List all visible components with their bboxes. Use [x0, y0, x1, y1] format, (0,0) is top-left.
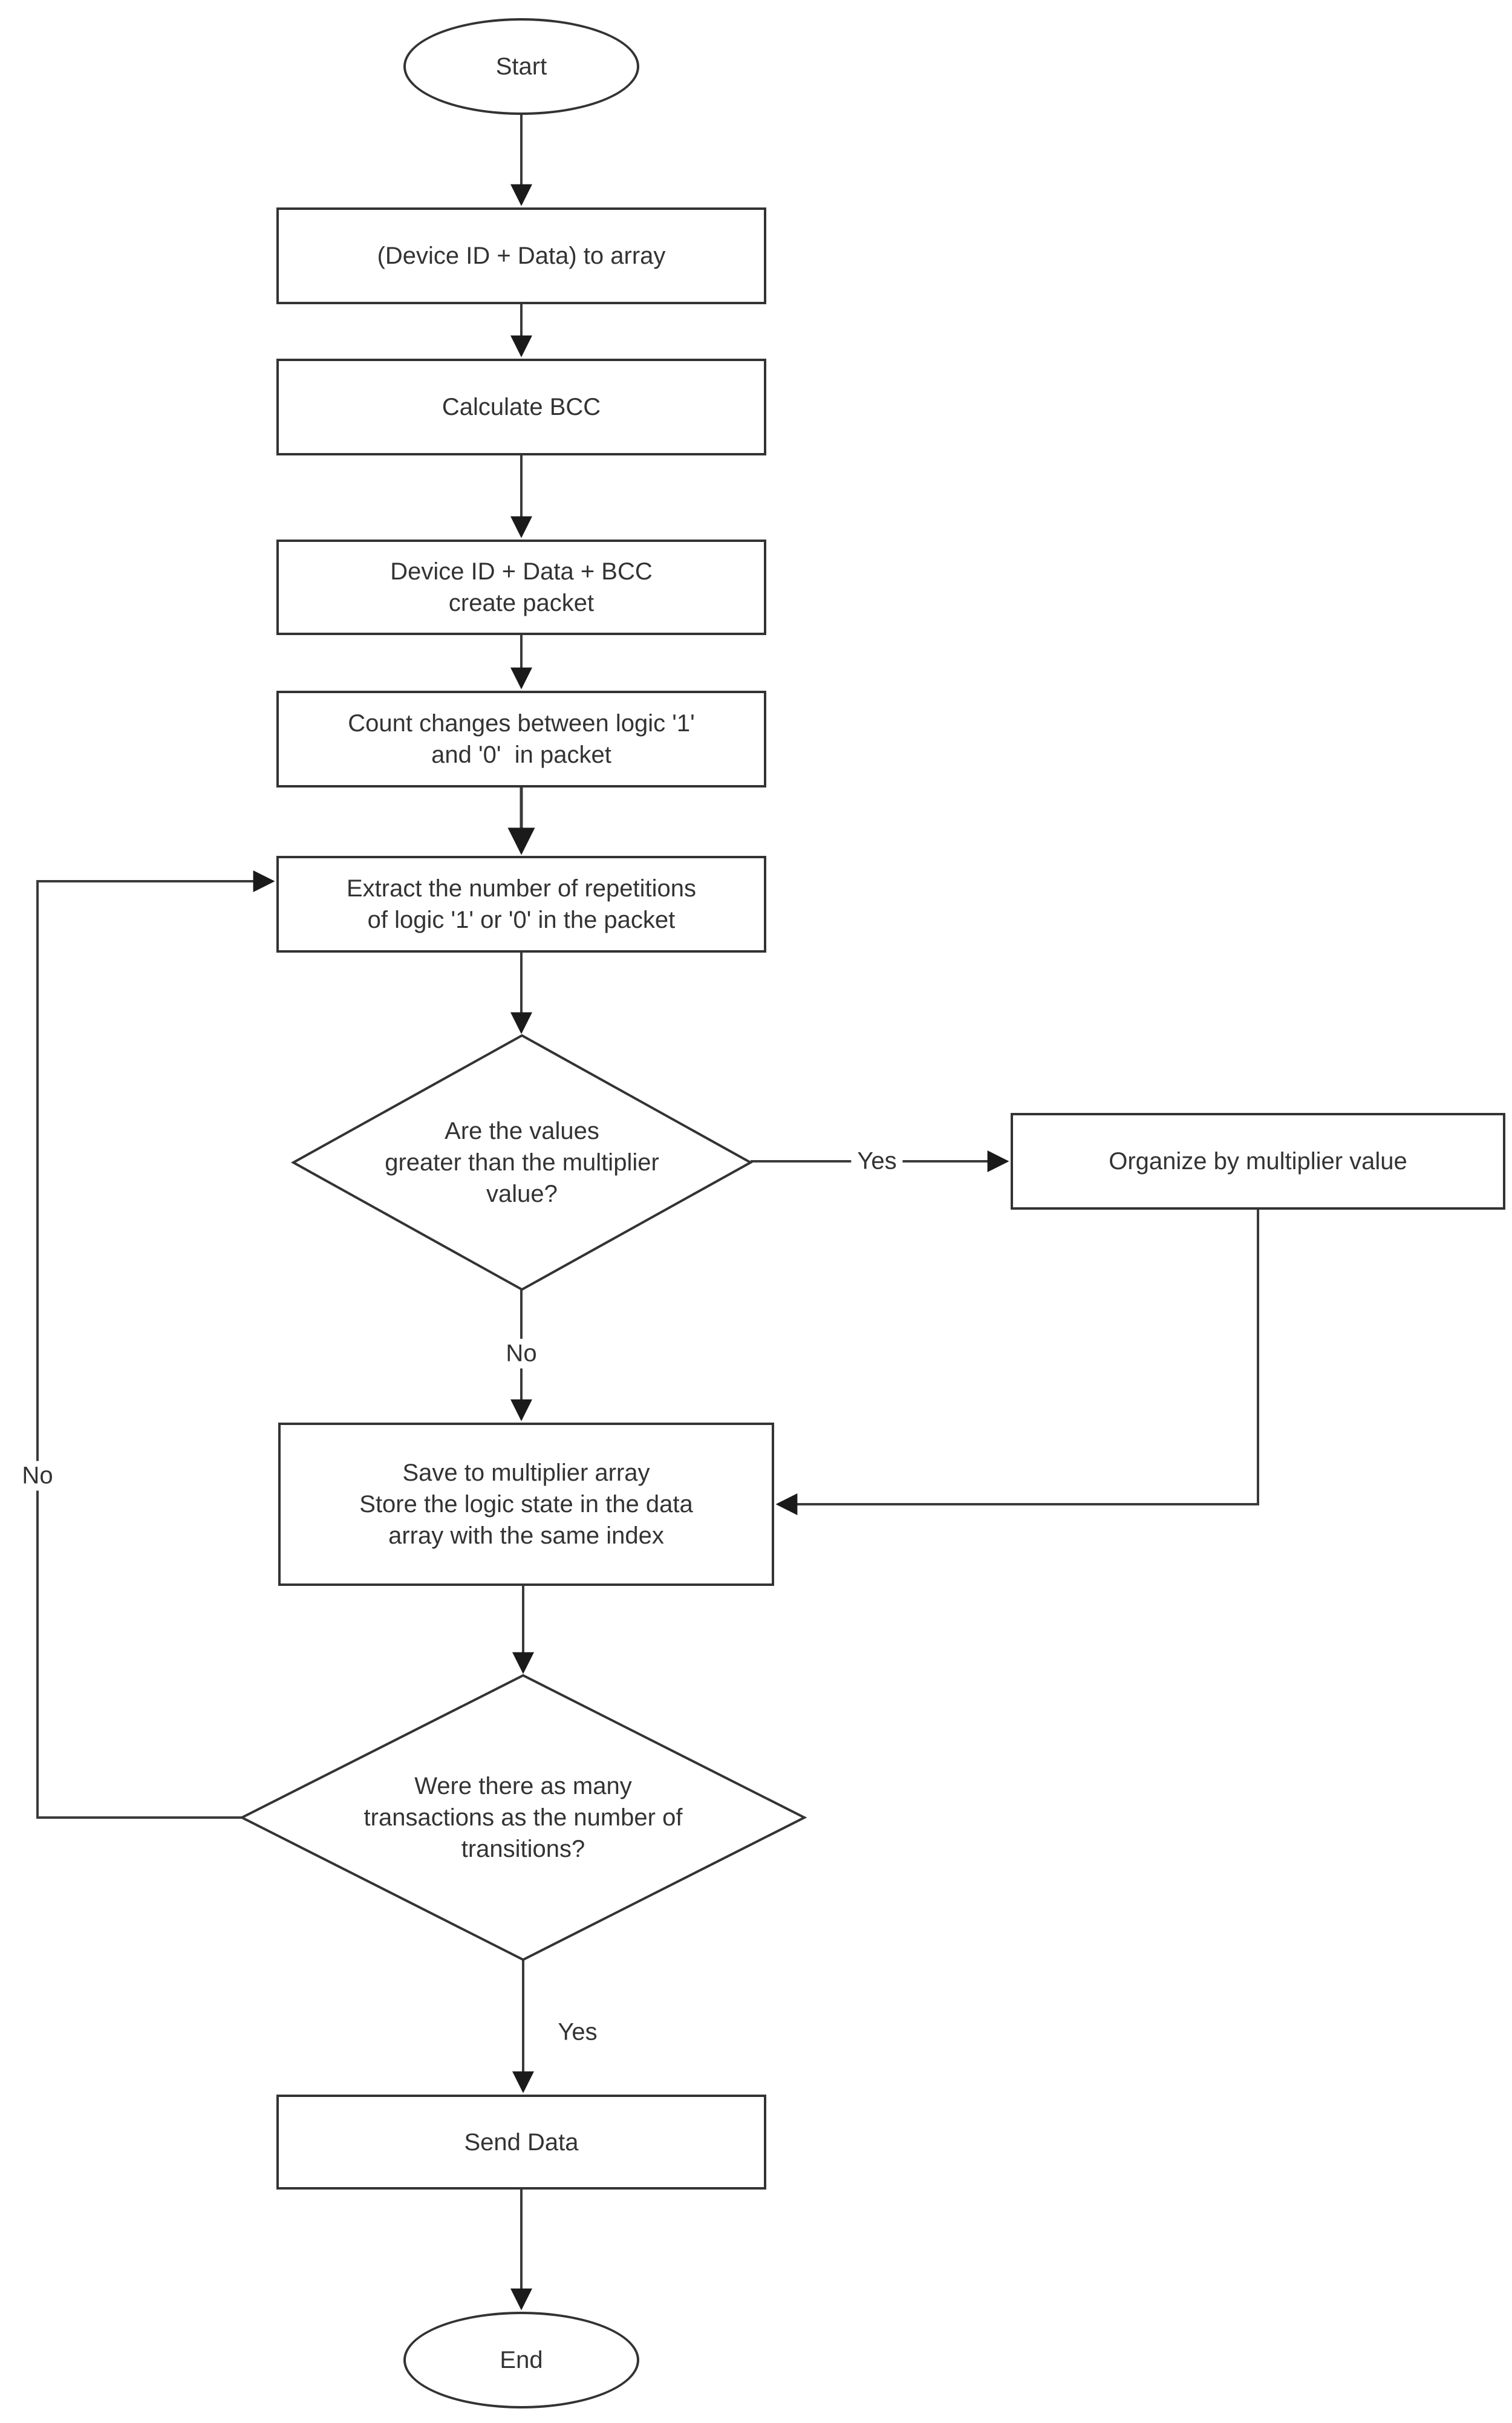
transactions-decision-label: Were there as many transactions as the n…	[363, 1773, 683, 1862]
send-data-step: Send Data	[276, 2095, 766, 2190]
edge-organize-to-save	[775, 1210, 1259, 1515]
edge-label-multiplier-yes: Yes	[851, 1146, 903, 1176]
device-to-array-label: (Device ID + Data) to array	[377, 243, 666, 269]
end-terminator: End	[403, 2312, 639, 2408]
organize-by-multiplier-label: Organize by multiplier value	[1109, 1148, 1407, 1175]
end-label: End	[500, 2347, 543, 2373]
start-label: Start	[495, 53, 547, 80]
edge-label-multiplier-no: No	[500, 1339, 543, 1369]
organize-by-multiplier-step: Organize by multiplier value	[1011, 1113, 1505, 1210]
edge-decision2-no-loop-to-extract	[36, 870, 275, 1819]
multiplier-decision-label: Are the values greater than the multipli…	[385, 1118, 659, 1207]
transactions-decision-shape	[239, 1674, 807, 1962]
calculate-bcc-label: Calculate BCC	[442, 394, 601, 420]
create-packet-label: Device ID + Data + BCC create packet	[390, 558, 653, 616]
transactions-decision: Were there as many transactions as the n…	[281, 1733, 765, 1902]
start-terminator: Start	[403, 18, 639, 115]
create-packet-step: Device ID + Data + BCC create packet	[276, 540, 766, 635]
calculate-bcc-step: Calculate BCC	[276, 359, 766, 455]
edge-label-transactions-no: No	[16, 1461, 59, 1491]
edge-label-transactions-yes: Yes	[552, 2017, 604, 2047]
send-data-label: Send Data	[464, 2128, 579, 2156]
multiplier-decision: Are the values greater than the multipli…	[328, 1078, 715, 1247]
save-multiplier-label: Save to multiplier array Store the logic…	[359, 1459, 693, 1549]
multiplier-decision-shape	[290, 1034, 754, 1291]
extract-repetitions-label: Extract the number of repetitions of log…	[346, 875, 697, 933]
save-multiplier-step: Save to multiplier array Store the logic…	[278, 1423, 774, 1586]
count-changes-step: Count changes between logic '1' and '0' …	[276, 691, 766, 788]
count-changes-label: Count changes between logic '1' and '0' …	[348, 710, 695, 768]
device-to-array-step: (Device ID + Data) to array	[276, 207, 766, 304]
extract-repetitions-step: Extract the number of repetitions of log…	[276, 856, 766, 953]
